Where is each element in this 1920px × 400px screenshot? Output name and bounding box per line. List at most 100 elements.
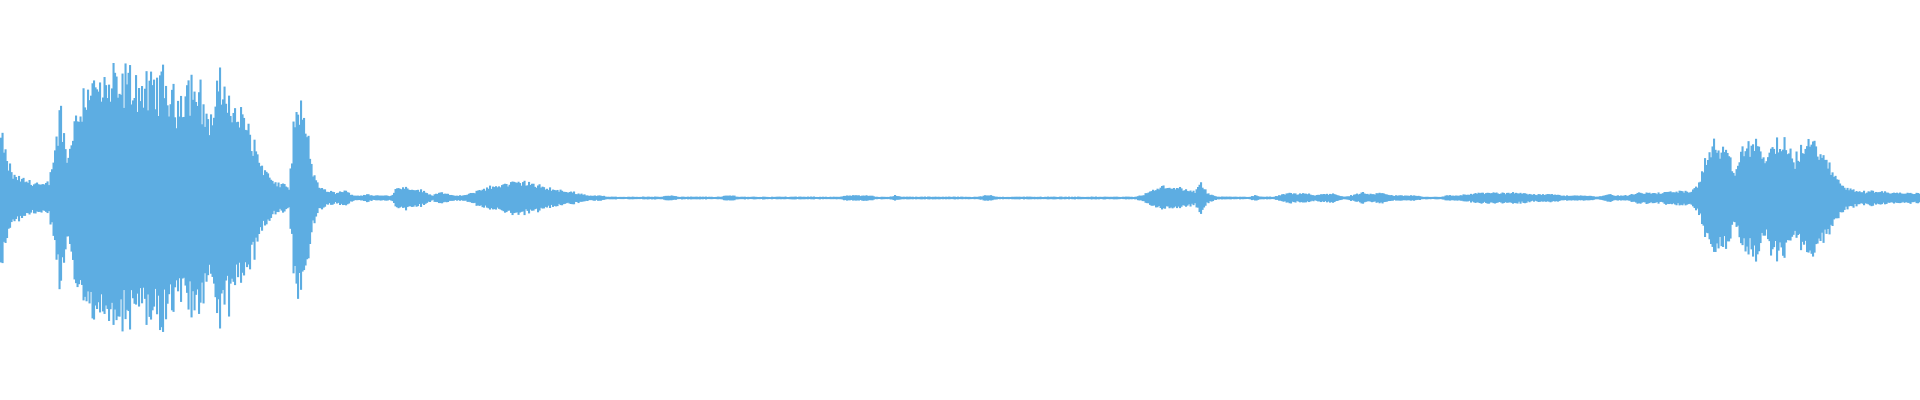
- waveform-sample: [175, 128, 178, 281]
- waveform-sample: [268, 177, 271, 221]
- waveform-sample: [54, 150, 57, 241]
- waveform-sample: [84, 107, 87, 297]
- waveform-sample: [1713, 138, 1716, 252]
- waveform-sample: [9, 163, 12, 228]
- waveform-sample: [25, 181, 28, 214]
- waveform-sample: [229, 115, 232, 284]
- waveform-sample: [1831, 172, 1834, 226]
- waveform-sample: [1171, 188, 1174, 209]
- waveform-sample: [10, 172, 13, 223]
- waveform-sample: [273, 183, 276, 211]
- waveform-sample: [1755, 138, 1758, 262]
- waveform-sample: [216, 80, 219, 314]
- waveform-sample: [291, 163, 294, 234]
- waveform-sample: [132, 100, 135, 299]
- waveform-sample: [1846, 187, 1849, 210]
- waveform-sample: [130, 104, 133, 291]
- waveform-sample: [253, 139, 256, 260]
- waveform-sample: [1165, 188, 1168, 207]
- waveform-sample: [1738, 162, 1741, 238]
- waveform-sample: [1189, 190, 1192, 207]
- waveform-sample: [139, 101, 142, 289]
- waveform-sample: [1809, 146, 1812, 251]
- waveform-sample: [46, 181, 49, 214]
- waveform-sample: [133, 98, 136, 304]
- waveform-sample: [1789, 148, 1792, 241]
- waveform-sample: [1740, 151, 1743, 244]
- waveform-sample: [85, 109, 88, 302]
- waveform-sample: [213, 117, 216, 284]
- waveform-sample: [1852, 189, 1855, 208]
- waveform-sample: [228, 95, 231, 317]
- waveform-sample: [184, 96, 187, 286]
- waveform-sample: [1825, 159, 1828, 234]
- waveform-sample: [186, 85, 189, 293]
- waveform-sample: [1702, 172, 1705, 226]
- waveform-sample: [99, 82, 102, 313]
- waveform-sample: [169, 104, 172, 285]
- waveform-sample: [1774, 153, 1777, 241]
- waveform-sample: [522, 182, 525, 212]
- waveform-sample: [112, 63, 115, 325]
- waveform-sample: [1818, 159, 1821, 239]
- waveform-sample: [198, 92, 201, 314]
- waveform-sample: [1815, 146, 1818, 245]
- waveform-sample: [276, 186, 279, 212]
- waveform-sample: [97, 91, 100, 303]
- waveform-sample: [1849, 188, 1852, 206]
- waveform-sample: [199, 79, 202, 303]
- waveform-sample: [1795, 151, 1798, 238]
- waveform-sample: [538, 184, 541, 211]
- waveform-sample: [1764, 163, 1767, 236]
- waveform-sample: [1837, 179, 1840, 219]
- waveform-sample: [72, 140, 75, 260]
- waveform-sample: [234, 108, 237, 286]
- waveform-sample: [154, 109, 157, 289]
- waveform-sample: [1758, 146, 1761, 252]
- waveform-sample: [247, 123, 250, 265]
- waveform-sample: [559, 189, 562, 206]
- waveform-sample: [211, 125, 214, 277]
- waveform-sample: [144, 88, 147, 299]
- waveform-sample: [1812, 141, 1815, 257]
- waveform-sample: [1707, 160, 1710, 234]
- waveform-sample: [1162, 185, 1165, 209]
- waveform-sample: [52, 162, 55, 236]
- waveform-sample: [73, 121, 76, 280]
- waveform-sample: [1803, 153, 1806, 245]
- waveform-sample: [259, 166, 262, 228]
- waveform-sample: [18, 175, 21, 222]
- waveform-sample: [1794, 168, 1797, 231]
- waveform-sample: [217, 91, 220, 300]
- waveform-sample: [12, 178, 15, 220]
- waveform-sample: [270, 179, 273, 218]
- waveform-sample: [148, 80, 151, 317]
- waveform-sample: [1842, 185, 1845, 213]
- waveform-sample: [1761, 158, 1764, 233]
- waveform-sample: [88, 100, 91, 304]
- waveform-sample: [1801, 153, 1804, 242]
- waveform-sample: [106, 98, 109, 309]
- waveform-sample: [61, 141, 64, 258]
- waveform-sample: [1762, 157, 1765, 236]
- waveform-sample: [300, 100, 303, 290]
- waveform-sample: [163, 98, 166, 290]
- waveform-sample: [82, 88, 85, 301]
- waveform-sample: [183, 116, 186, 278]
- waveform-sample: [1834, 175, 1837, 219]
- waveform-sample: [4, 149, 7, 243]
- waveform-sample: [1752, 144, 1755, 257]
- waveform-sample: [192, 99, 195, 292]
- waveform-sample: [91, 83, 94, 319]
- waveform-sample: [244, 129, 247, 263]
- waveform-sample: [1743, 156, 1746, 239]
- waveform-sample: [141, 86, 144, 304]
- waveform-sample: [1708, 152, 1711, 240]
- waveform-sample: [111, 88, 114, 303]
- waveform-sample: [1732, 172, 1735, 222]
- waveform-sample: [1816, 156, 1819, 244]
- waveform-sample: [66, 162, 69, 237]
- waveform-sample: [1779, 149, 1782, 243]
